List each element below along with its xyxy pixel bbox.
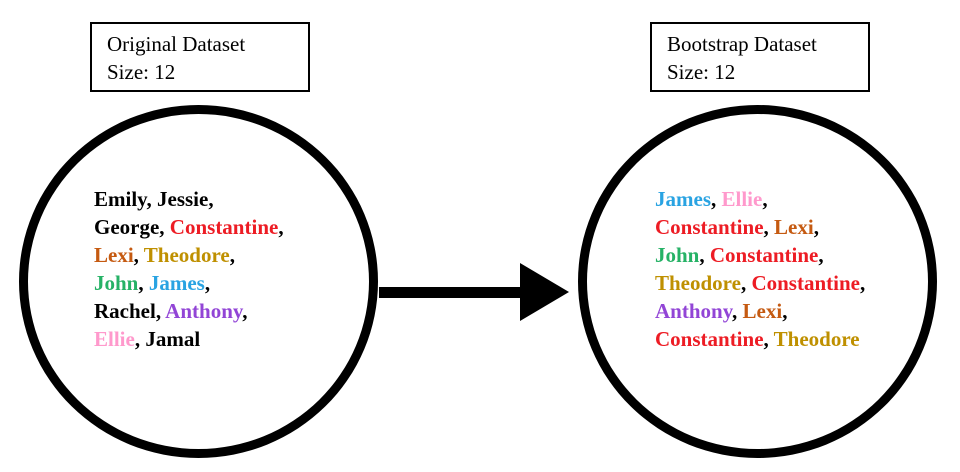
dataset-name: Rachel bbox=[94, 299, 156, 323]
name-line: Constantine, Theodore bbox=[655, 325, 865, 353]
name-line: John, James, bbox=[94, 269, 284, 297]
dataset-name: Constantine bbox=[169, 215, 279, 239]
separator-comma: , bbox=[133, 243, 144, 267]
dataset-name: Emily bbox=[94, 187, 147, 211]
dataset-name: James bbox=[148, 271, 205, 295]
original-dataset-names: Emily, Jessie,George, Constantine,Lexi, … bbox=[94, 185, 284, 353]
name-line: Rachel, Anthony, bbox=[94, 297, 284, 325]
separator-comma: , bbox=[762, 187, 768, 211]
dataset-name: Lexi bbox=[94, 243, 134, 267]
name-line: Theodore, Constantine, bbox=[655, 269, 865, 297]
separator-comma: , bbox=[859, 271, 866, 295]
separator-comma: , bbox=[159, 215, 170, 239]
dataset-name: Anthony bbox=[165, 299, 243, 323]
original-dataset-size: Size: 12 bbox=[107, 60, 176, 84]
name-line: Constantine, Lexi, bbox=[655, 213, 865, 241]
bootstrap-dataset-size: Size: 12 bbox=[667, 60, 736, 84]
separator-comma: , bbox=[740, 271, 752, 295]
separator-comma: , bbox=[146, 187, 158, 211]
separator-comma: , bbox=[818, 243, 824, 267]
dataset-name: Jessie bbox=[157, 187, 209, 211]
bootstrap-dataset-names: James, Ellie,Constantine, Lexi,John, Con… bbox=[655, 185, 865, 353]
original-dataset-label-box: Original Dataset Size: 12 bbox=[90, 22, 310, 92]
dataset-name: George bbox=[94, 215, 160, 239]
dataset-name: James bbox=[655, 187, 711, 211]
bootstrap-dataset-circle bbox=[578, 105, 937, 458]
bootstrap-dataset-label-box: Bootstrap Dataset Size: 12 bbox=[650, 22, 870, 92]
dataset-name: Constantine bbox=[655, 215, 764, 239]
dataset-name: Lexi bbox=[774, 215, 814, 239]
name-line: Anthony, Lexi, bbox=[655, 297, 865, 325]
separator-comma: , bbox=[229, 243, 235, 267]
separator-comma: , bbox=[242, 299, 248, 323]
dataset-name: Jamal bbox=[145, 327, 201, 351]
name-line: Ellie, Jamal bbox=[94, 325, 284, 353]
dataset-name: John bbox=[655, 243, 700, 267]
dataset-name: Theodore bbox=[773, 327, 860, 351]
dataset-name: Constantine bbox=[709, 243, 819, 267]
dataset-name: Constantine bbox=[655, 327, 764, 351]
original-dataset-circle bbox=[19, 105, 378, 458]
name-line: James, Ellie, bbox=[655, 185, 865, 213]
dataset-name: Theodore bbox=[655, 271, 741, 295]
separator-comma: , bbox=[711, 187, 722, 211]
separator-comma: , bbox=[278, 215, 284, 239]
arrow-right-icon bbox=[379, 263, 569, 321]
separator-comma: , bbox=[813, 215, 819, 239]
separator-comma: , bbox=[208, 187, 214, 211]
separator-comma: , bbox=[699, 243, 710, 267]
name-line: Emily, Jessie, bbox=[94, 185, 284, 213]
name-line: George, Constantine, bbox=[94, 213, 284, 241]
dataset-name: John bbox=[94, 271, 139, 295]
name-line: Lexi, Theodore, bbox=[94, 241, 284, 269]
separator-comma: , bbox=[763, 215, 775, 239]
dataset-name: Theodore bbox=[143, 243, 230, 267]
dataset-name: Lexi bbox=[742, 299, 783, 323]
name-line: John, Constantine, bbox=[655, 241, 865, 269]
separator-comma: , bbox=[732, 299, 743, 323]
separator-comma: , bbox=[134, 327, 146, 351]
separator-comma: , bbox=[763, 327, 774, 351]
dataset-name: Constantine bbox=[751, 271, 860, 295]
separator-comma: , bbox=[155, 299, 166, 323]
dataset-name: Ellie bbox=[94, 327, 135, 351]
separator-comma: , bbox=[138, 271, 149, 295]
separator-comma: , bbox=[204, 271, 211, 295]
dataset-name: Anthony bbox=[655, 299, 733, 323]
original-dataset-title: Original Dataset bbox=[107, 32, 246, 56]
dataset-name: Ellie bbox=[721, 187, 763, 211]
bootstrap-dataset-title: Bootstrap Dataset bbox=[667, 32, 817, 56]
separator-comma: , bbox=[782, 299, 788, 323]
